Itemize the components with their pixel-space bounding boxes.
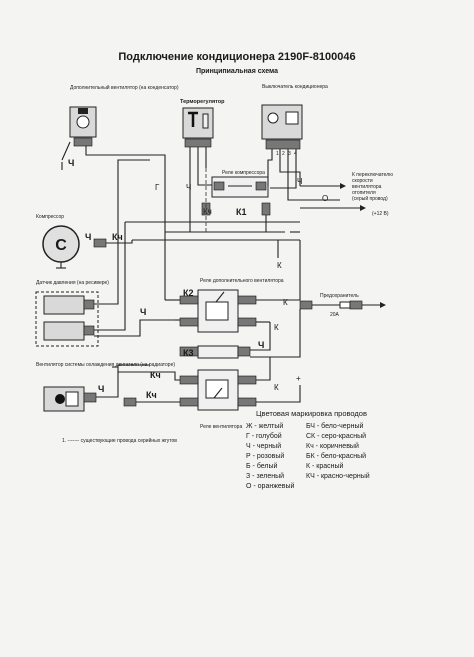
relay-k3-label: К3 (183, 348, 194, 358)
compressor-relay (211, 176, 269, 198)
engine-fan-wire-kch-2: Кч (146, 390, 157, 400)
legend-left-2: Ч - черный (246, 442, 281, 450)
compressor-label: Компрессор (36, 214, 64, 220)
diagram-subtitle: Принципиальная схема (196, 68, 278, 75)
legend-right-5: КЧ - красно-черный (306, 472, 370, 480)
pressure-sensor-component (35, 291, 99, 347)
wire-label-k-mid: К (274, 323, 279, 332)
plus12-label: (+12 В) (372, 211, 389, 217)
legend-right-3: БК - бело-красный (306, 452, 366, 460)
compressor-symbol: С (55, 237, 67, 254)
fuse-label: Предохранитель (320, 293, 359, 299)
heater-switch-note: К переключателю скорости вентилятора ото… (352, 172, 394, 202)
compressor-component: С (42, 225, 80, 269)
legend-left-3: Р - розовый (246, 452, 284, 460)
legend-left-5: З - зеленый (246, 472, 284, 480)
fan-relay-label: Реле вентилятора (200, 424, 242, 430)
relay-k2-label: К2 (183, 288, 194, 298)
engine-fan-component (43, 386, 97, 412)
engine-fan-wire-kch: Кч (150, 370, 161, 380)
fan-relay-k3 (179, 345, 251, 359)
legend-left-6: О - оранжевый (246, 482, 295, 490)
switch-pin-2: 2 (282, 151, 285, 157)
pressure-sensor-label: Датчик давления (на ресивере) (36, 280, 109, 286)
aux-fan-wire-label: Ч (68, 158, 74, 168)
wire-label-k-fuse: К (283, 298, 288, 307)
ac-switch-label: Выключатель кондиционера (262, 84, 328, 90)
fan-relay (179, 369, 257, 411)
aux-fan-component (69, 106, 97, 147)
compressor-wire-kch: Кч (112, 232, 123, 242)
thermostat-label: Терморегулятор (180, 99, 225, 105)
fuse (299, 300, 363, 310)
sensor-wire-ch: Ч (140, 307, 146, 317)
thermostat-component (182, 107, 214, 148)
aux-fan-relay-k2 (179, 289, 257, 333)
switch-pin-1: 1 (276, 151, 279, 157)
wire-label-g: Г (155, 183, 160, 192)
legend-right-0: БЧ - бело-черный (306, 422, 363, 430)
wire-label-kch-relay: Кч (203, 207, 212, 216)
relay-k1-label: К1 (236, 207, 247, 217)
wire-label-o: О (322, 194, 328, 203)
aux-fan-relay-label: Реле дополнительного вентилятора (200, 278, 284, 284)
switch-pin-3: 3 (288, 151, 291, 157)
wire-label-k-low: К (274, 383, 279, 392)
existing-wires-note: 1. ------- существующие провода серийных… (62, 437, 177, 444)
color-legend: Цветовая маркировка проводов Ж - желтый … (246, 409, 370, 490)
legend-left-1: Г - голубой (246, 432, 282, 440)
legend-heading: Цветовая маркировка проводов (256, 409, 367, 418)
engine-fan-label: Вентилятор системы охлаждения двигателя … (36, 362, 175, 368)
diagram-title: Подключение кондиционера 2190F-8100046 (118, 51, 355, 63)
k3-wire-ch: Ч (258, 340, 264, 350)
engine-fan-wire-ch: Ч (98, 384, 104, 394)
fuse-rating: 20А (330, 312, 340, 318)
legend-right-4: К - красный (306, 462, 344, 470)
ac-switch-component (261, 104, 303, 150)
legend-right-1: СК - серо-красный (306, 432, 366, 440)
legend-left-0: Ж - желтый (246, 422, 283, 430)
wire-label-ch-thermo: Ч (186, 183, 191, 192)
aux-fan-label: Дополнительный вентилятор (на конденсато… (70, 84, 179, 91)
wire-label-k-upper: К (277, 261, 282, 270)
wire-label-ch-switch: Ч (297, 177, 302, 186)
legend-right-2: Кч - коричневый (306, 442, 359, 450)
legend-left-4: Б - белый (246, 462, 278, 470)
compressor-relay-label: Реле компрессора (222, 170, 265, 176)
compressor-wire-ch: Ч (85, 232, 91, 242)
fan-relay-plus: + (296, 374, 301, 383)
